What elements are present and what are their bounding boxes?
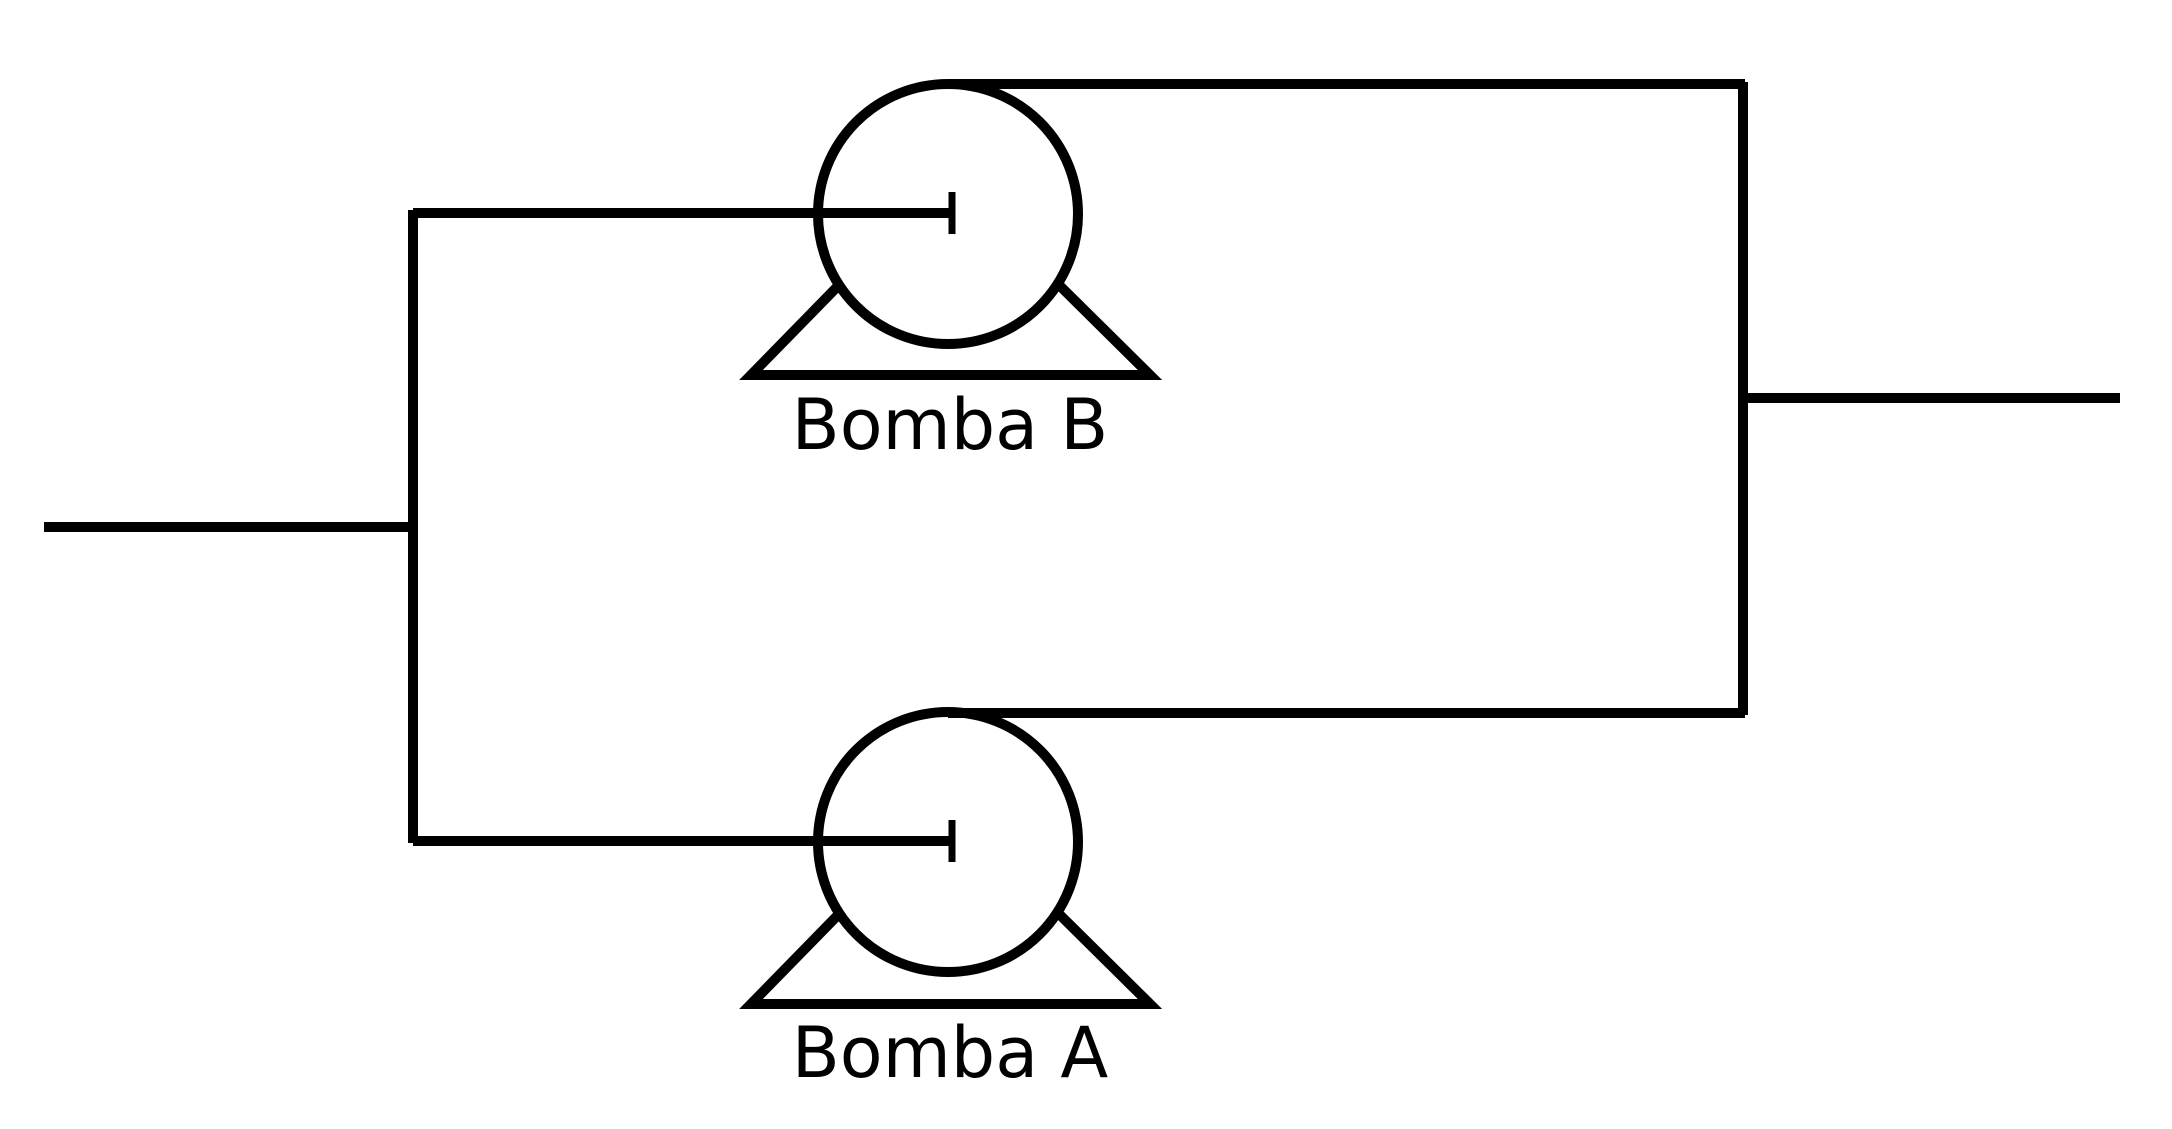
pump-b-label: Bomba B bbox=[792, 384, 1109, 466]
pump-b: Bomba B bbox=[739, 79, 1208, 466]
pump-a-label: Bomba A bbox=[792, 1012, 1109, 1094]
pump-a: Bomba A bbox=[739, 707, 1208, 1094]
